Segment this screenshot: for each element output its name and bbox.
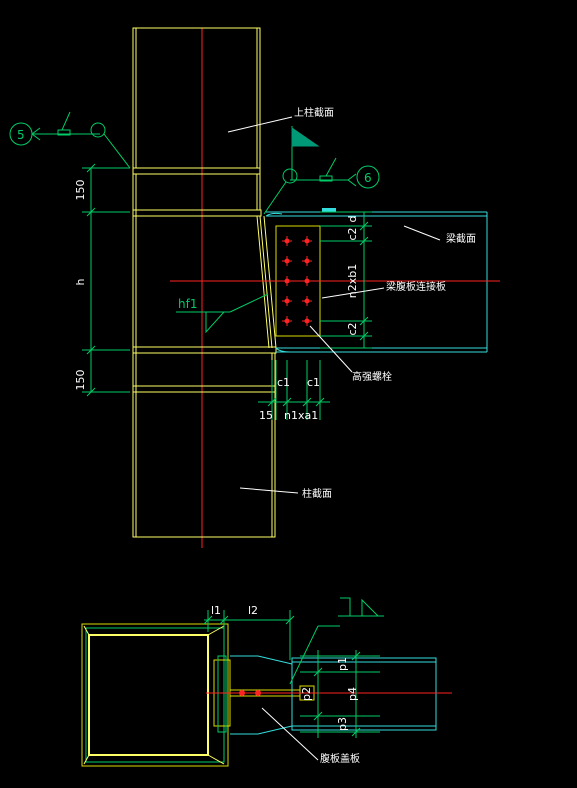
dim-p4: p4 [346, 687, 359, 701]
dim-n2xb1: n2xb1 [346, 264, 359, 298]
plan-view: l1 l2 p1 p2 p3 p4 腹板盖板 [81, 597, 452, 767]
label-upper-column-section: 上柱截面 [294, 106, 334, 119]
weld-hf1: hf1 [178, 297, 197, 311]
dim-15: 15 [259, 409, 273, 422]
bolt [282, 256, 292, 266]
weld-ref-5: 5 [17, 128, 25, 142]
beam [265, 208, 488, 353]
bolt-group [282, 236, 312, 326]
label-column-section: 柱截面 [302, 487, 332, 500]
left-dimension-chain [82, 163, 130, 397]
dim-p3: p3 [336, 717, 349, 731]
plan-bolt [239, 690, 245, 696]
dim-d: d [346, 216, 359, 223]
elevation-view: 150 h 150 d c2 n2xb1 c2 [9, 27, 500, 548]
plan-right-dimensions [300, 650, 380, 738]
label-web-connection-plate: 梁腹板连接板 [386, 280, 446, 293]
bolt [282, 236, 292, 246]
dim-150-bottom: 150 [74, 370, 87, 391]
hf1-weld-symbol [176, 293, 269, 334]
plan-bolt [255, 690, 261, 696]
leaders [227, 116, 441, 494]
bolt [282, 276, 292, 286]
bolt [282, 316, 292, 326]
beam-plan [291, 657, 437, 731]
joint-panel [132, 167, 277, 393]
leader-web-cover-plate [261, 707, 319, 761]
plan-bolts [239, 690, 261, 696]
bolt [302, 256, 312, 266]
dim-150-top: 150 [74, 180, 87, 201]
bolt [302, 276, 312, 286]
bolt [282, 296, 292, 306]
weld-symbol-left [9, 111, 131, 169]
label-high-strength-bolt: 高强螺栓 [352, 370, 392, 383]
bolt [302, 296, 312, 306]
bolt [302, 236, 312, 246]
dim-l1: l1 [211, 604, 221, 617]
plan-weld-symbol [289, 597, 384, 685]
upper-column [132, 27, 261, 169]
right-dimension-chain [320, 211, 372, 349]
dim-p1: p1 [336, 657, 349, 671]
label-beam-section: 梁截面 [446, 232, 476, 245]
bolt [302, 316, 312, 326]
splice-plates [213, 655, 300, 735]
label-web-cover-plate: 腹板盖板 [320, 752, 360, 765]
lower-column [132, 391, 276, 538]
box-column-section [81, 623, 229, 767]
weld-ref-6: 6 [364, 171, 372, 185]
plan-top-dimensions [203, 610, 295, 660]
dim-l2: l2 [248, 604, 258, 617]
field-weld-flag [291, 127, 320, 147]
dim-c2-top: c2 [346, 227, 359, 240]
dim-c1-left: c1 [277, 376, 290, 389]
dim-c1-right: c1 [307, 376, 320, 389]
dim-h: h [74, 278, 87, 285]
dim-p2: p2 [300, 687, 313, 701]
bottom-dimension-chain [258, 360, 330, 420]
weld-symbol-right [263, 126, 380, 215]
dim-c2-bottom: c2 [346, 322, 359, 335]
dim-n1xa1: n1xa1 [284, 409, 318, 422]
